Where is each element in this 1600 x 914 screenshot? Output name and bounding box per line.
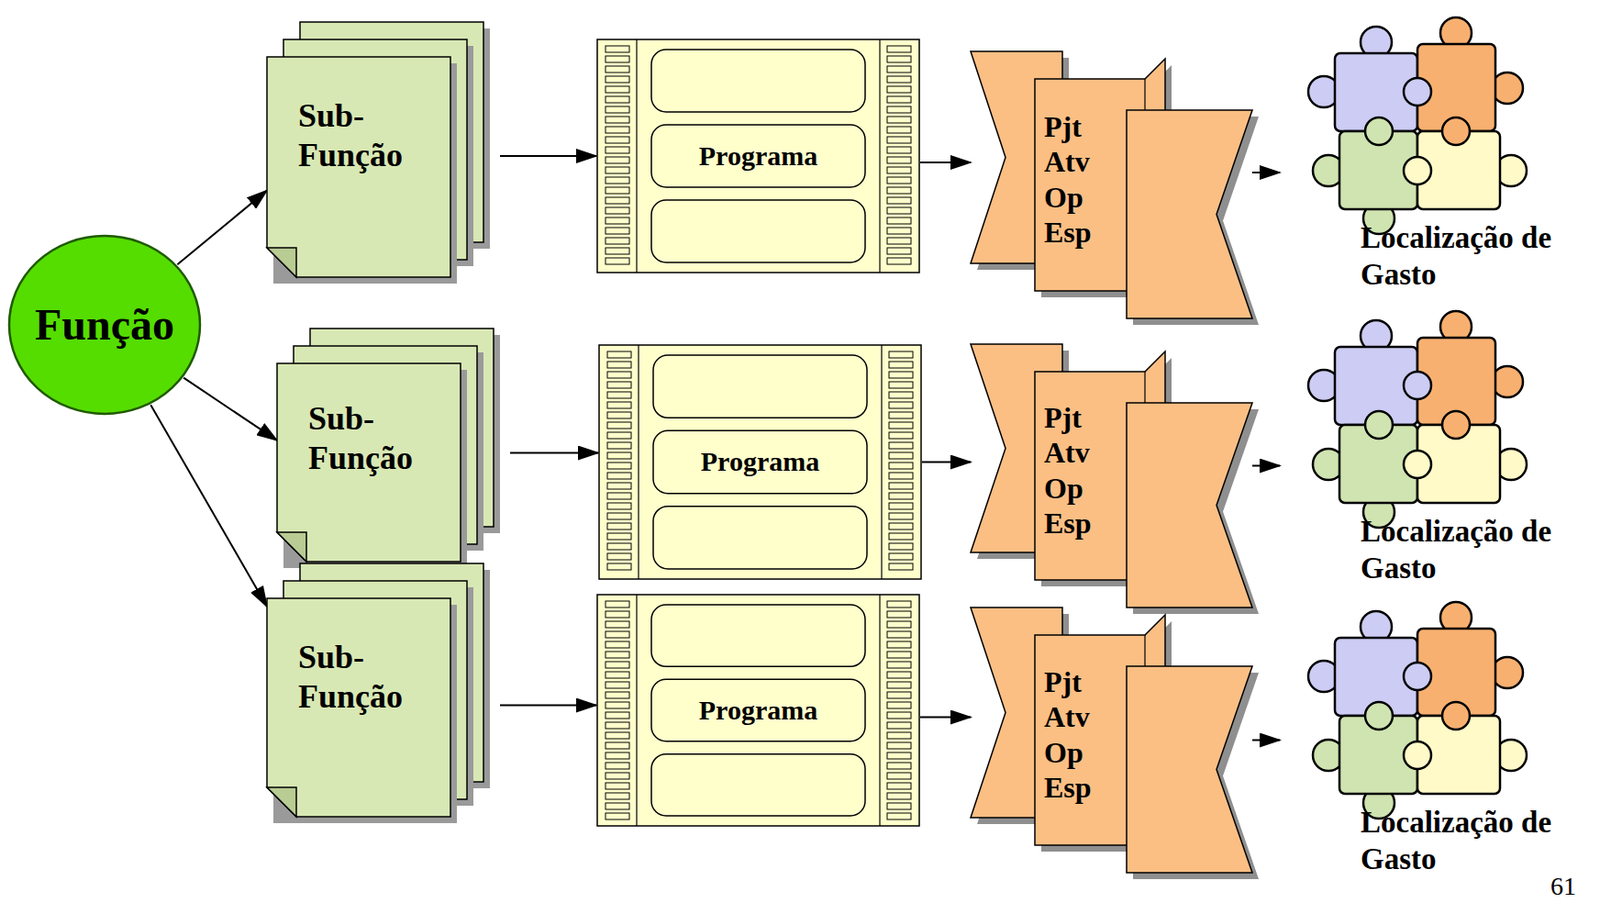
text-area: Sub- Função (298, 637, 445, 717)
action-label: Pjt Atv Op Esp (1044, 109, 1125, 251)
node-outline (970, 607, 1253, 873)
program-label: Programa (699, 139, 818, 173)
subfunction-label: Sub- Função (298, 637, 445, 717)
text-area: Pjt Atv Op Esp (1044, 375, 1125, 566)
text-area: Localização de Gasto (1360, 513, 1558, 587)
puzzle-location: Localização de Gasto (1279, 7, 1583, 294)
program-filmstrip: Programa (596, 593, 921, 827)
text-area: Pjt Atv Op Esp (1044, 638, 1125, 831)
page-number: 61 (1550, 871, 1577, 901)
text-area: Programa (651, 124, 866, 188)
node-outline (970, 51, 1253, 319)
arrow-connector (510, 452, 599, 455)
program-label: Programa (700, 444, 820, 478)
text-area: Sub- Função (308, 399, 456, 478)
arrow-connector (1252, 465, 1280, 467)
location-label: Localização de Gasto (1360, 513, 1558, 587)
arrow-connector (1252, 739, 1280, 742)
text-area: Localização de Gasto (1360, 804, 1558, 878)
text-area: Programa (651, 678, 866, 741)
arrow-connector (500, 704, 597, 707)
subfunction-pages: Sub- Função (266, 22, 500, 278)
action-shapes: Pjt Atv Op Esp (970, 51, 1253, 319)
subfunction-pages: Sub- Função (277, 328, 511, 562)
text-area: Pjt Atv Op Esp (1044, 82, 1125, 277)
location-label: Localização de Gasto (1360, 220, 1558, 293)
action-shapes: Pjt Atv Op Esp (970, 344, 1253, 608)
node-outline (970, 344, 1253, 608)
action-label: Pjt Atv Op Esp (1044, 400, 1125, 542)
program-filmstrip: Programa (596, 38, 921, 274)
subfunction-pages: Sub- Função (266, 563, 500, 817)
program-filmstrip: Programa (598, 344, 923, 580)
text-area: Sub- Função (298, 96, 445, 176)
arrow-connector (183, 377, 278, 441)
arrow-connector (150, 404, 267, 607)
puzzle-location: Localização de Gasto (1279, 300, 1583, 588)
action-label: Pjt Atv Op Esp (1044, 664, 1125, 806)
function-circle: Função (7, 233, 202, 416)
arrow-connector (500, 155, 597, 157)
location-label: Localização de Gasto (1360, 804, 1558, 878)
text-area: Função (7, 233, 202, 416)
text-area: Programa (653, 430, 867, 493)
arrow-connector (1252, 171, 1280, 174)
arrow-connector (920, 161, 971, 164)
function-label: Função (34, 298, 175, 352)
arrow-connector (922, 461, 971, 464)
subfunction-label: Sub- Função (308, 399, 456, 478)
arrow-connector (177, 189, 267, 265)
puzzle-location: Localização de Gasto (1279, 591, 1583, 878)
text-area: Localização de Gasto (1360, 220, 1558, 293)
subfunction-label: Sub- Função (298, 96, 445, 176)
program-label: Programa (699, 693, 818, 727)
action-shapes: Pjt Atv Op Esp (970, 607, 1253, 873)
arrow-connector (920, 716, 971, 719)
